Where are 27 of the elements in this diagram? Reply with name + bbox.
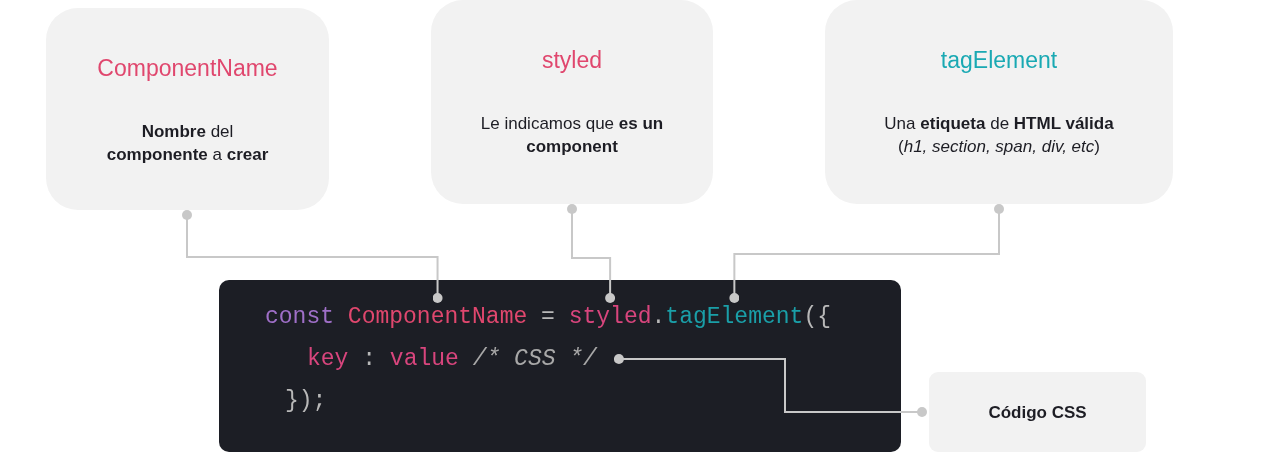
code-comment: /* CSS */ bbox=[472, 346, 597, 372]
callout-card bbox=[825, 0, 1173, 204]
code-punctuation: ({ bbox=[803, 304, 831, 330]
code-keyword: const bbox=[265, 304, 334, 330]
leader-line bbox=[613, 354, 927, 417]
code-identifier: value bbox=[389, 346, 459, 372]
callout-text: Una etiqueta de HTML válida (h1, section, span, div, etc) bbox=[883, 113, 1115, 158]
code-punctuation: }); bbox=[285, 388, 327, 414]
code-operator: : bbox=[362, 346, 377, 372]
callout-text: Le indicamos que es un component bbox=[479, 113, 665, 158]
label-text: Código CSS bbox=[988, 402, 1087, 424]
callout-card bbox=[431, 0, 713, 204]
leader-line bbox=[729, 204, 1004, 303]
callout-title: tagElement bbox=[940, 47, 1058, 74]
leader-line bbox=[567, 204, 616, 303]
code-operator: = bbox=[541, 304, 555, 330]
code-identifier: ComponentName bbox=[347, 304, 528, 330]
leader-line bbox=[182, 210, 443, 303]
code-identifier: key bbox=[307, 346, 349, 372]
callout-text: Nombre del componente a crear bbox=[105, 121, 270, 166]
callout-card bbox=[46, 8, 329, 210]
code-identifier: tagElement bbox=[665, 304, 804, 330]
callout-title: ComponentName bbox=[97, 55, 278, 82]
code-identifier: styled bbox=[568, 304, 652, 330]
code-punctuation: . bbox=[651, 304, 666, 330]
code-block bbox=[219, 280, 901, 452]
callout-title: styled bbox=[541, 47, 603, 74]
